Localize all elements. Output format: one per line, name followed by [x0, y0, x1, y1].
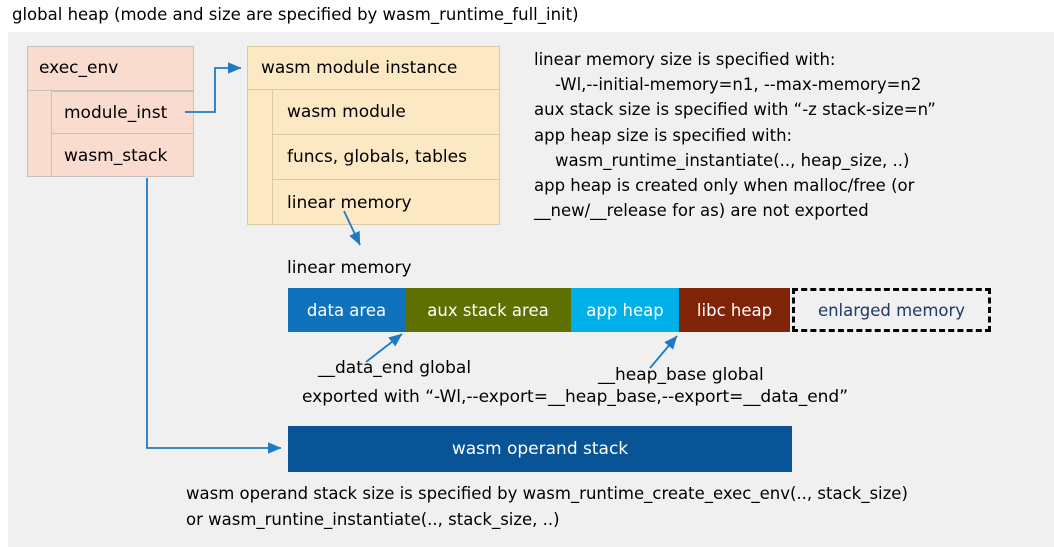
memory-segment-aux-stack-area: aux stack area	[405, 288, 571, 332]
linear-memory-info-text: linear memory size is specified with: -W…	[534, 50, 936, 221]
exec-env-box	[27, 46, 194, 177]
wasm-module-instance-row-wasm-module: wasm module	[272, 90, 500, 135]
annotation-data-end: __data_end global	[318, 358, 472, 378]
wasm-operand-stack-box: wasm operand stack	[288, 426, 792, 472]
exec-env-row-module-inst: module_inst	[51, 91, 194, 134]
annotation-exported-with: exported with “-Wl,--export=__heap_base,…	[302, 387, 849, 407]
exec-env-header: exec_env	[27, 46, 194, 91]
wasm-module-instance-header: wasm module instance	[247, 46, 500, 90]
annotation-heap-base: __heap_base global	[598, 365, 764, 385]
memory-segment-enlarged-memory: enlarged memory	[792, 288, 991, 332]
exec-env-row-wasm-stack: wasm_stack	[51, 134, 194, 177]
memory-segment-libc-heap: libc heap	[679, 288, 790, 332]
page-title: global heap (mode and size are specified…	[12, 5, 579, 24]
wasm-operand-stack-note: wasm operand stack size is specified by …	[186, 484, 908, 529]
memory-segment-app-heap: app heap	[571, 288, 679, 332]
linear-memory-label: linear memory	[287, 258, 412, 278]
linear-memory-bar: data area aux stack area app heap libc h…	[288, 288, 991, 332]
wasm-module-instance-box	[247, 46, 500, 225]
wasm-module-instance-row-funcs-globals-tables: funcs, globals, tables	[272, 135, 500, 180]
wasm-module-instance-row-linear-memory: linear memory	[272, 180, 500, 225]
memory-segment-data-area: data area	[288, 288, 405, 332]
